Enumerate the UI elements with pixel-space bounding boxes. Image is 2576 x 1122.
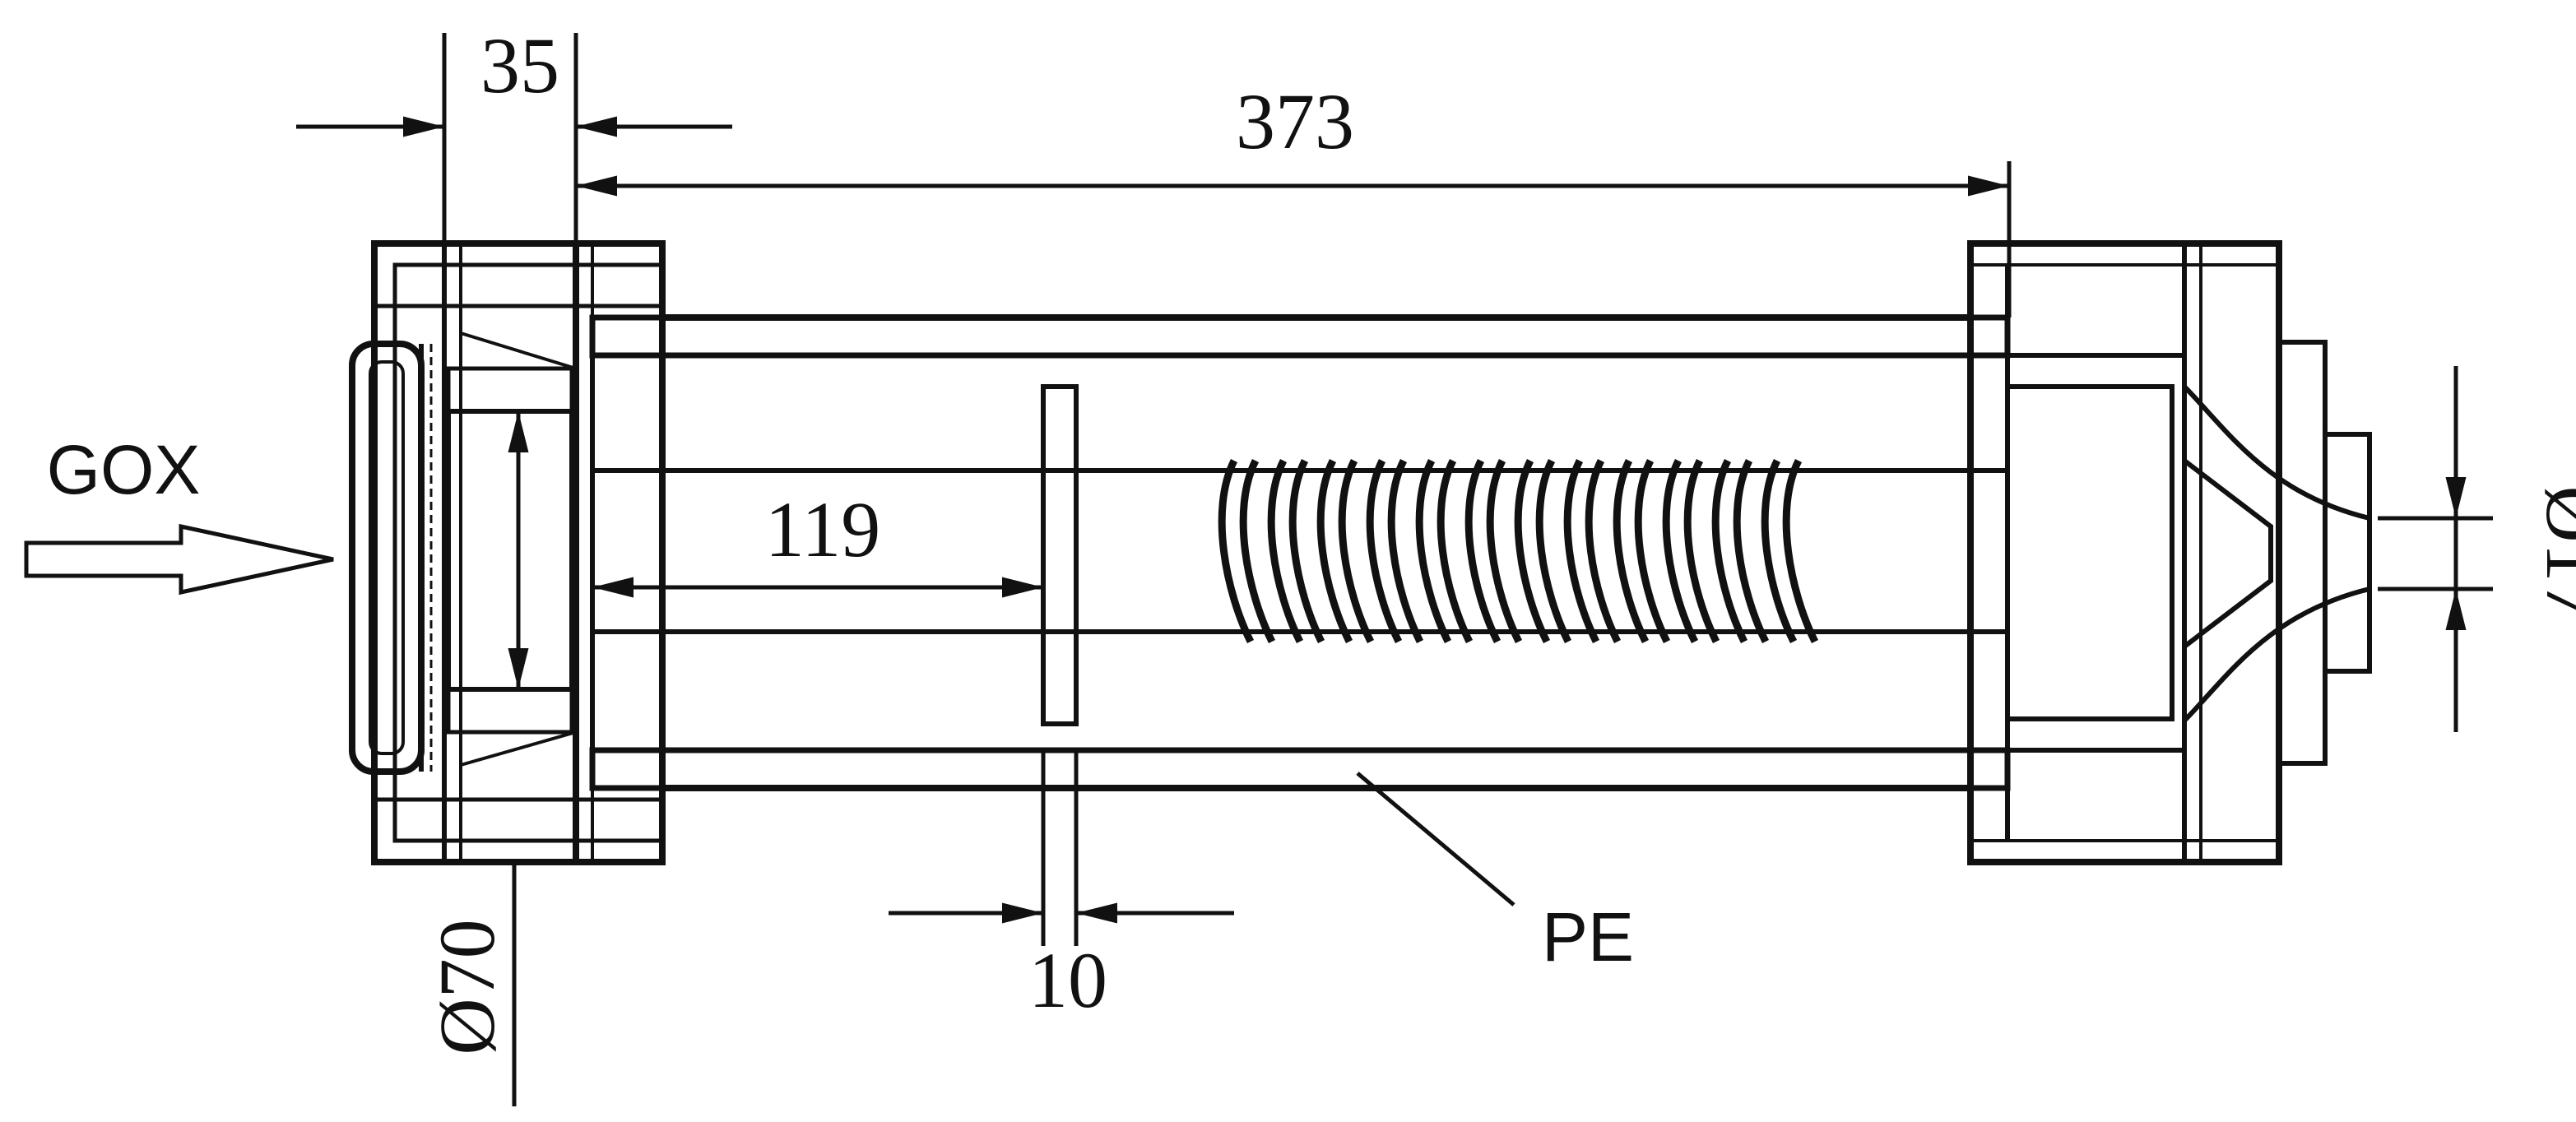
spiral-coil xyxy=(1563,458,1622,644)
spiral-coil xyxy=(1218,458,1276,644)
spiral-coil xyxy=(1711,458,1770,644)
label-material: PE xyxy=(1542,898,1634,976)
spiral-coil xyxy=(1514,458,1572,644)
injector-plate xyxy=(349,341,433,775)
spiral-insert xyxy=(1218,458,1819,644)
spiral-coil xyxy=(1415,458,1474,644)
spiral-coil xyxy=(1316,458,1375,644)
dim-chamber-length: 373 xyxy=(1236,77,1354,165)
leader-line xyxy=(1356,772,1515,906)
nozzle xyxy=(2005,340,2372,766)
label-inlet: GOX xyxy=(47,431,201,508)
spiral-coil xyxy=(1761,458,1819,644)
spiral-coil xyxy=(1464,458,1523,644)
spiral-coil xyxy=(1613,458,1671,644)
precombustion-chamber xyxy=(446,332,577,767)
dimension-lines xyxy=(296,116,2467,924)
dim-nozzle-diameter: Ø17 xyxy=(2530,485,2576,621)
right-flange xyxy=(1967,240,2282,865)
dim-inner-length: 119 xyxy=(765,485,880,573)
dim-inlet-diameter: Ø70 xyxy=(423,919,511,1055)
spiral-coil xyxy=(1662,458,1720,644)
dim-gap-width: 10 xyxy=(1028,936,1107,1024)
spiral-coil xyxy=(1366,458,1424,644)
grain-gap xyxy=(1041,384,1079,726)
inlet-arrow xyxy=(24,523,334,596)
spiral-coil xyxy=(1267,458,1325,644)
dim-flange-width: 35 xyxy=(480,21,559,109)
